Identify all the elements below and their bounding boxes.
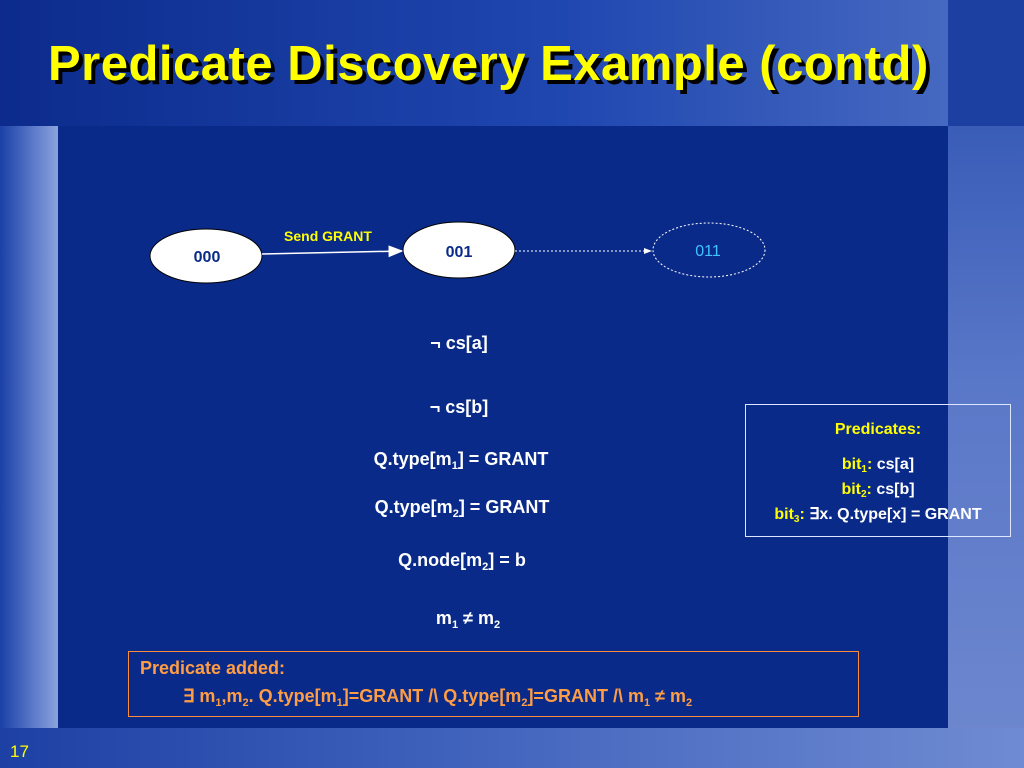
condition-not-cs-a: ¬ cs[a] — [430, 333, 488, 353]
condition-text: ] = b — [488, 550, 526, 570]
formula-sub: 2 — [521, 697, 528, 709]
state-label-001: 001 — [446, 244, 473, 261]
predicates-box: Predicates: bit1: cs[a] bit2: cs[b] bit3… — [745, 404, 1011, 537]
slide-title: Predicate Discovery Example (contd) — [48, 37, 929, 91]
formula-sub: 1 — [215, 697, 222, 709]
formula-part: ∃ m — [183, 686, 216, 706]
condition-text: ≠ m — [458, 608, 494, 628]
predicate-bit3: bit3: ∃x. Q.type[x] = GRANT — [746, 505, 1010, 530]
condition-m1-neq-m2: m1 ≠ m2 — [436, 608, 500, 631]
bit-colon: : — [866, 481, 872, 498]
predicate-bit1: bit1: cs[a] — [746, 455, 1010, 480]
condition-text: Q.type[m — [374, 497, 453, 517]
right-decoration — [948, 0, 1024, 768]
bit-expr: ∃x. Q.type[x] = GRANT — [804, 506, 982, 523]
condition-qnode-m2: Q.node[m2] = b — [398, 550, 526, 573]
bit-sub: 3 — [793, 514, 800, 525]
bit-name: bit — [841, 456, 862, 473]
predicate-added-formula: ∃ m1,m2. Q.type[m1]=GRANT /\ Q.type[m2]=… — [183, 686, 692, 709]
predicates-header: Predicates: — [834, 421, 922, 438]
condition-text: m — [435, 608, 452, 628]
formula-sub: 1 — [336, 697, 343, 709]
formula-sub: 2 — [685, 697, 693, 709]
formula-sub: 2 — [242, 697, 249, 709]
subscript: 2 — [452, 508, 459, 520]
subscript: 1 — [451, 460, 458, 472]
condition-text: Q.node[m — [398, 550, 483, 570]
bit-colon: : — [799, 506, 805, 523]
condition-text: ] = GRANT — [457, 449, 549, 469]
condition-text: ] = GRANT — [458, 497, 550, 517]
slide-number: 17 — [10, 742, 29, 761]
bit-sub: 2 — [860, 489, 867, 500]
content-panel — [58, 126, 948, 728]
state-000: 000 — [149, 228, 263, 284]
formula-part: ,m — [221, 686, 243, 706]
condition-qtype-m1: Q.type[m1] = GRANT — [374, 449, 549, 472]
state-label-000: 000 — [194, 249, 221, 266]
transition-label: Send GRANT — [284, 228, 372, 244]
bit-expr: cs[a] — [872, 456, 915, 473]
condition-not-cs-b: ¬ cs[b] — [429, 397, 489, 417]
formula-part: . Q.type[m — [248, 686, 337, 706]
transition-arrow — [261, 245, 404, 258]
title-band — [0, 0, 1024, 126]
state-label-011: 011 — [695, 243, 721, 260]
state-001: 001 — [402, 221, 516, 279]
state-011: 011 — [652, 222, 766, 278]
bottom-decoration — [0, 728, 1024, 768]
predicate-added-header: Predicate added: — [140, 658, 286, 678]
bit-name: bit — [841, 481, 861, 498]
subscript: 2 — [493, 619, 501, 631]
bit-colon: : — [866, 456, 873, 473]
formula-part: ≠ m — [650, 686, 686, 706]
subscript: 2 — [482, 561, 489, 573]
subscript: 1 — [451, 619, 459, 631]
condition-qtype-m2: Q.type[m2] = GRANT — [375, 497, 550, 520]
formula-part: ]=GRANT /\ m — [527, 686, 644, 706]
bit-name: bit — [774, 506, 794, 523]
formula-part: ]=GRANT /\ Q.type[m — [342, 686, 522, 706]
predicate-bit2: bit2: cs[b] — [746, 480, 1010, 505]
bit-expr: cs[b] — [871, 481, 915, 498]
bit-sub: 1 — [861, 464, 867, 475]
predicate-added-box: Predicate added: ∃ m1,m2. Q.type[m1]=GRA… — [128, 651, 859, 717]
condition-text: Q.type[m — [373, 449, 452, 469]
formula-sub: 1 — [643, 697, 651, 709]
right-decoration-top — [948, 0, 1024, 126]
left-decoration — [0, 126, 58, 768]
